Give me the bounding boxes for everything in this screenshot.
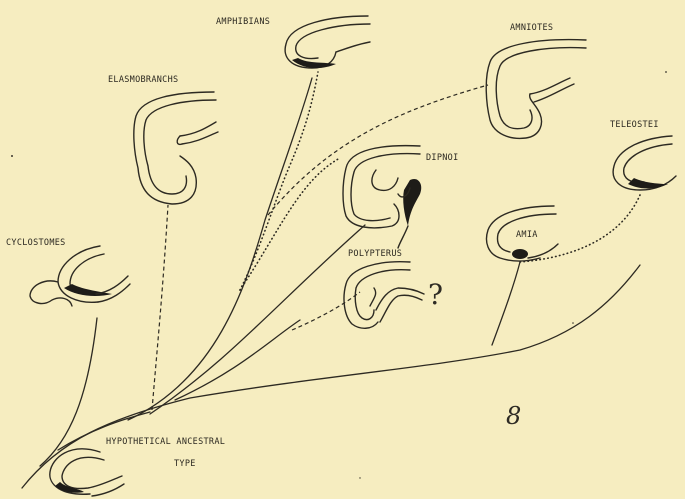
trunk-branch (22, 265, 640, 488)
label-cyclostomes: CYCLOSTOMES (6, 238, 66, 248)
amniotes-organ (486, 40, 586, 139)
polypterus-dashed-line (292, 292, 360, 330)
label-polypterus: POLYPTERUS (348, 249, 402, 259)
amphibian-dotted-line-2 (240, 158, 340, 290)
tree-branches (22, 78, 640, 488)
label-amia: AMIA (516, 230, 538, 240)
polypterus-branch-lower (175, 320, 300, 400)
dipnoi-organ (343, 146, 421, 248)
teleostei-organ (613, 136, 676, 190)
amphibian-branch (128, 78, 312, 420)
paper-specks (11, 71, 667, 479)
label-amniotes: AMNIOTES (510, 23, 553, 33)
ancestral-organ (50, 449, 124, 496)
taxon-labels: AMPHIBIANS AMNIOTES ELASMOBRANCHS TELEOS… (6, 17, 659, 469)
amphibian-dotted-line (240, 72, 318, 290)
amphibians-organ (285, 16, 370, 68)
figure-number: 8 (506, 402, 521, 430)
label-ancestral-line2: TYPE (174, 459, 196, 469)
label-amphibians: AMPHIBIANS (216, 17, 270, 27)
teleost-dotted-line (520, 195, 640, 262)
label-ancestral-line1: HYPOTHETICAL ANCESTRAL (106, 437, 225, 447)
question-mark: ? (428, 278, 443, 311)
label-elasmobranchs: ELASMOBRANCHS (108, 75, 178, 85)
elasmobranch-dashed-line (152, 205, 168, 410)
label-dipnoi: DIPNOI (426, 153, 459, 163)
amia-branch (492, 262, 520, 345)
elasmobranchs-organ (134, 92, 218, 204)
uncertain-lineages (152, 72, 640, 410)
cyclostomes-organ (30, 246, 130, 306)
dipnoi-branch (150, 225, 365, 414)
label-teleostei: TELEOSTEI (610, 120, 659, 130)
amniote-dashed-line (268, 85, 488, 215)
